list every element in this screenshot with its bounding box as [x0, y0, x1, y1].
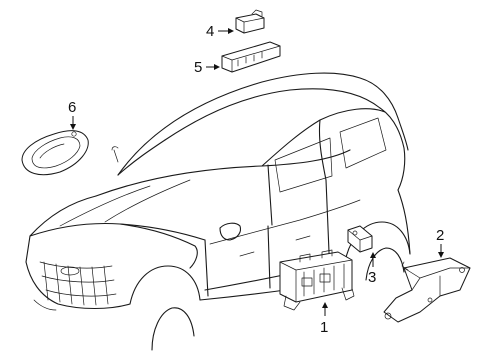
part-1-keyless-module — [279, 249, 355, 311]
callout-number: 4 — [206, 23, 214, 40]
callout-number: 2 — [436, 227, 444, 244]
callout-6: 6 — [68, 99, 76, 130]
callout-2: 2 — [436, 227, 444, 258]
callout-number: 6 — [68, 99, 76, 116]
callout-number: 3 — [368, 269, 376, 286]
callout-5: 5 — [194, 59, 220, 76]
part-4-antenna-cover — [235, 9, 265, 34]
callout-number: 5 — [194, 59, 202, 76]
vehicle-illustration — [25, 72, 411, 351]
part-2-mounting-bracket — [383, 257, 471, 323]
callout-4: 4 — [206, 23, 234, 40]
callout-3: 3 — [368, 252, 376, 286]
part-6-key-fob — [21, 130, 89, 176]
callout-1: 1 — [320, 302, 328, 336]
callout-number: 1 — [320, 319, 328, 336]
part-5-antenna — [221, 41, 281, 73]
part-3-antenna-bracket — [347, 225, 373, 253]
